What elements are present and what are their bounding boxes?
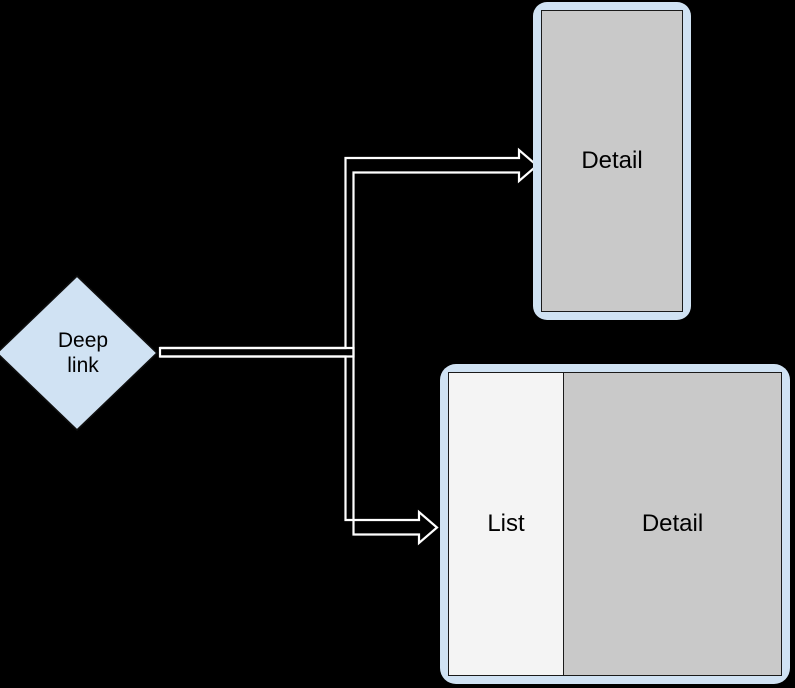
bottom-list-label: List <box>487 510 525 537</box>
bottom-list-pane[interactable]: List <box>449 373 564 675</box>
top-detail-label: Detail <box>581 147 643 174</box>
node-top-detail[interactable]: Detail <box>533 2 691 320</box>
top-detail-pane: Detail <box>542 11 682 311</box>
diamond-icon <box>0 274 159 432</box>
node-bottom-split[interactable]: List Detail <box>440 364 790 684</box>
bottom-split-screen: List Detail <box>448 372 782 676</box>
node-deep-link[interactable]: Deep link <box>0 273 160 433</box>
edge-deep-link-to-bottom-split <box>160 346 439 546</box>
bottom-detail-label: Detail <box>641 510 704 537</box>
top-detail-screen: Detail <box>541 10 683 312</box>
edge-deep-link-to-top-detail <box>158 147 539 358</box>
bottom-detail-pane: Detail <box>564 373 781 675</box>
